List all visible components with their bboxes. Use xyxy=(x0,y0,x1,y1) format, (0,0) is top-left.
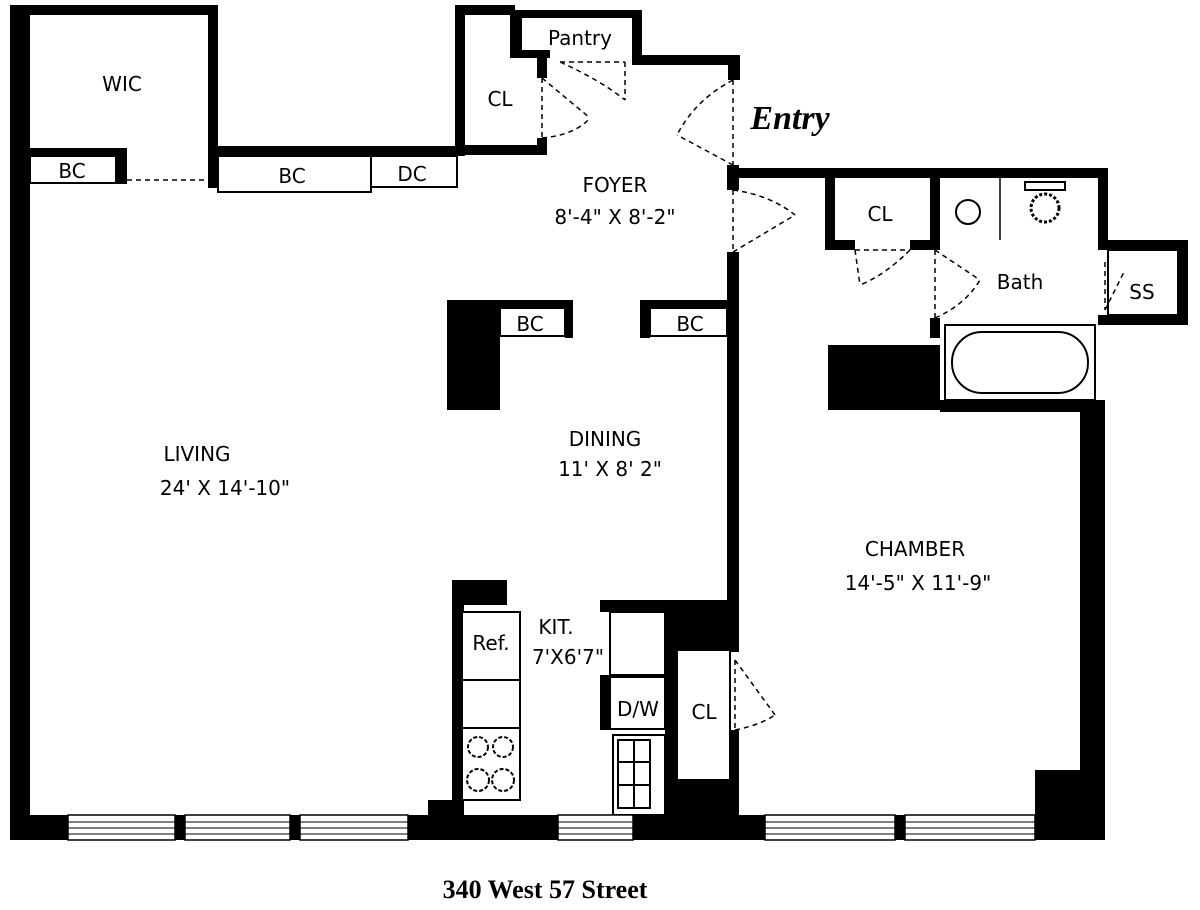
living-dims: 24' X 14'-10" xyxy=(160,476,290,500)
chamber-dims: 14'-5" X 11'-9" xyxy=(845,571,992,595)
room-labels: WIC BC BC DC Pantry CL Entry FOYER 8'-4"… xyxy=(58,26,1154,904)
kitchen-dims: 7'X6'7" xyxy=(532,645,604,669)
kitchen-counter xyxy=(461,679,521,729)
bc-closet-top xyxy=(217,155,372,193)
cl-kitchen-label: CL xyxy=(691,700,717,724)
foyer-label: FOYER xyxy=(583,173,648,197)
bc-dining-left-label: BC xyxy=(516,312,543,336)
dishwasher xyxy=(609,676,666,730)
pantry-label: Pantry xyxy=(548,26,612,50)
windows xyxy=(67,814,1036,841)
ref-label: Ref. xyxy=(472,631,509,655)
bc-dining-right xyxy=(649,307,728,337)
kitchen-label: KIT. xyxy=(538,615,573,639)
ss-label: SS xyxy=(1129,280,1154,304)
sink-icon xyxy=(955,199,981,225)
bc-top-label: BC xyxy=(278,164,305,188)
burner-icons xyxy=(466,736,515,792)
fixtures xyxy=(29,155,1179,816)
dc-label: DC xyxy=(397,162,426,186)
foyer-dims: 8'-4" X 8'-2" xyxy=(554,205,675,229)
entry-label: Entry xyxy=(749,100,830,137)
chamber-label: CHAMBER xyxy=(865,537,965,561)
address-title: 340 West 57 Street xyxy=(443,875,648,904)
doors xyxy=(127,61,1126,731)
cl-foyer-label: CL xyxy=(487,87,513,111)
bc-left-label: BC xyxy=(58,159,85,183)
dining-label: DINING xyxy=(569,427,642,451)
wic-label: WIC xyxy=(102,72,142,96)
kitchen-counter-right xyxy=(609,611,666,676)
bath-label: Bath xyxy=(997,270,1044,294)
shower-stall xyxy=(1107,249,1179,316)
dw-label: D/W xyxy=(617,697,659,721)
kitchen-closet xyxy=(676,649,731,781)
bc-dining-right-label: BC xyxy=(676,312,703,336)
bc-dining-left xyxy=(499,307,566,337)
cl-bedroom-label: CL xyxy=(867,202,893,226)
dc-closet xyxy=(370,155,458,188)
toilet-icon xyxy=(1029,192,1061,224)
bathtub xyxy=(944,324,1096,401)
walls xyxy=(10,5,1188,840)
kitchen-sink xyxy=(612,734,666,816)
bc-closet-left xyxy=(29,155,117,184)
dining-dims: 11' X 8' 2" xyxy=(558,457,662,481)
living-label: LIVING xyxy=(163,442,230,466)
